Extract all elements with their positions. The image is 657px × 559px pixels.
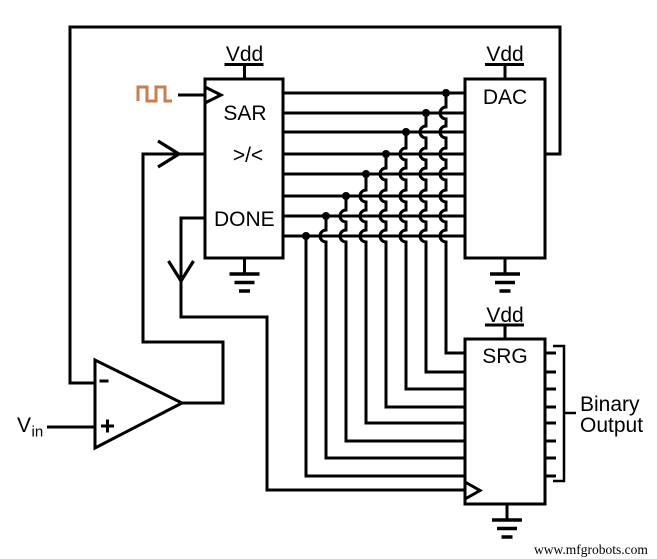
clock-waveform-icon xyxy=(136,85,172,103)
clock-edge-icon-srg xyxy=(464,480,484,501)
bus-branch-6 xyxy=(338,196,465,443)
binary-output-label-1: Binary xyxy=(580,393,640,416)
comparator-plus-icon xyxy=(101,419,114,433)
sar-done-label: DONE xyxy=(214,208,275,231)
vin-label: V xyxy=(17,414,31,437)
junction-dot xyxy=(302,232,310,240)
bus-branch-3 xyxy=(398,132,465,391)
junction-dot xyxy=(402,128,410,136)
junction-dot xyxy=(342,192,350,200)
binary-output-label-2: Output xyxy=(580,414,643,437)
vdd-label-sar: Vdd xyxy=(226,43,263,66)
junction-dot xyxy=(382,150,390,158)
junction-dot xyxy=(422,109,430,117)
vin-subscript: in xyxy=(32,424,44,441)
junction-dot xyxy=(442,89,450,97)
junction-dot xyxy=(362,170,370,178)
bus-branch-7 xyxy=(318,216,465,460)
dac-label: DAC xyxy=(483,86,527,109)
vdd-label-dac: Vdd xyxy=(486,43,523,66)
signal-arrow-down-icon xyxy=(167,260,195,285)
clock-edge-icon-sar xyxy=(204,85,225,105)
bus-branch-2 xyxy=(418,113,465,374)
done-feedback-wire xyxy=(179,216,465,492)
srg-block xyxy=(463,337,547,506)
vdd-label-srg: Vdd xyxy=(486,304,523,327)
bus-branch-4 xyxy=(378,154,465,409)
sar-label: SAR xyxy=(223,102,266,125)
dac-feedback-wire xyxy=(68,25,562,385)
watermark-text: www.mfgrobots.com xyxy=(534,542,648,557)
srg-label: SRG xyxy=(482,345,528,368)
signal-arrow-right-icon xyxy=(157,139,183,169)
dac-block xyxy=(463,77,547,260)
sar-compare-label: >/< xyxy=(233,144,263,167)
bus-branch-1 xyxy=(438,93,465,355)
comparator-symbol xyxy=(93,357,186,451)
bus-branch-5 xyxy=(358,174,465,425)
junction-dot xyxy=(322,212,330,220)
comparator-output-wire xyxy=(141,152,225,405)
output-bracket xyxy=(553,344,566,483)
bus-branch-8 xyxy=(304,236,465,478)
